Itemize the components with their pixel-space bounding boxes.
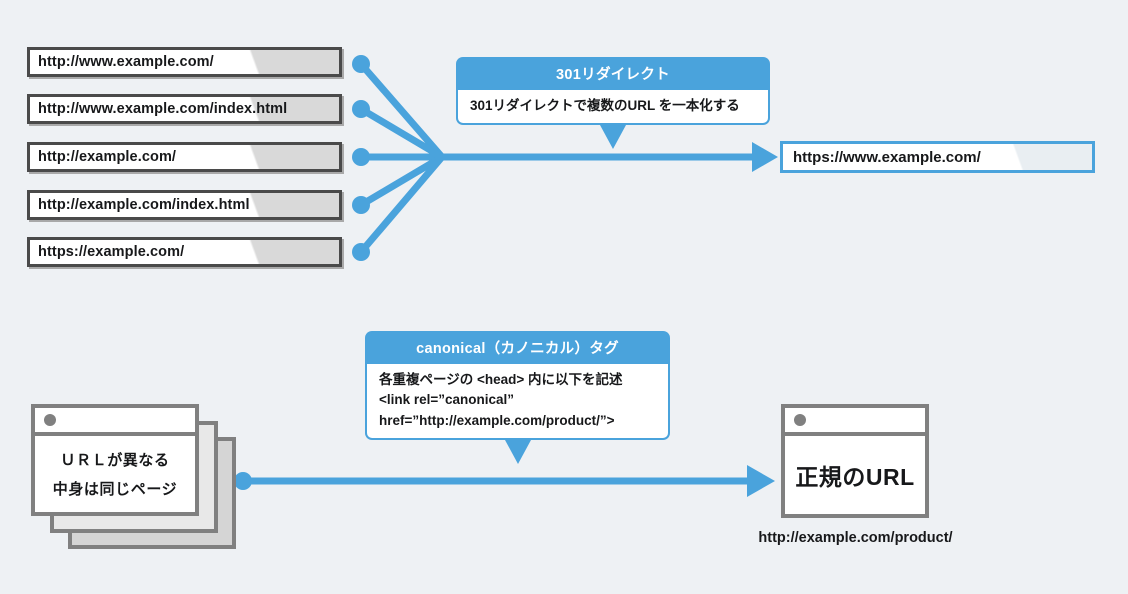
- source-url-box: http://example.com/index.html: [27, 190, 342, 220]
- canonical-callout-line: <link rel=”canonical”: [379, 392, 515, 408]
- canonical-callout: canonical（カノニカル）タグ 各重複ページの <head> 内に以下を記…: [365, 331, 670, 464]
- source-url-box: https://example.com/: [27, 237, 342, 267]
- redirect-callout-line: 301リダイレクトで複数のURL を一本化する: [470, 98, 740, 113]
- node-dot-icon: [234, 472, 252, 490]
- duplicate-page-window-front: ＵＲＬが異なる 中身は同じページ: [31, 404, 199, 516]
- arrow-right-icon: [752, 142, 778, 172]
- canonical-callout-body: 各重複ページの <head> 内に以下を記述 <link rel=”canoni…: [365, 364, 670, 440]
- node-dot-icon: [352, 55, 370, 261]
- canonical-page-window: 正規のURL: [781, 404, 929, 518]
- arrow-right-icon: [747, 465, 775, 497]
- duplicate-page-content: ＵＲＬが異なる 中身は同じページ: [35, 436, 195, 512]
- destination-url-label: https://www.example.com/: [793, 148, 981, 166]
- window-title-bar: [35, 408, 195, 436]
- window-title-bar: [785, 408, 925, 436]
- source-url-label: http://example.com/index.html: [38, 197, 250, 213]
- redirect-callout-title: 301リダイレクト: [456, 57, 770, 90]
- canonical-page-caption: http://example.com/product/: [758, 530, 953, 546]
- duplicate-page-line-1: ＵＲＬが異なる: [60, 452, 170, 469]
- canonical-page-content: 正規のURL: [785, 436, 925, 514]
- destination-url-box: https://www.example.com/: [780, 141, 1095, 173]
- duplicate-page-line-2: 中身は同じページ: [52, 481, 178, 498]
- source-url-box: http://example.com/: [27, 142, 342, 172]
- redirect-callout: 301リダイレクト 301リダイレクトで複数のURL を一本化する: [456, 57, 770, 150]
- source-url-label: http://www.example.com/: [38, 54, 214, 70]
- canonical-callout-line: href=”http://example.com/product/”>: [379, 412, 615, 428]
- window-dot-icon: [794, 414, 806, 426]
- canonical-page-title: 正規のURL: [795, 464, 915, 490]
- source-url-label: http://example.com/: [38, 149, 177, 165]
- callout-tail-icon: [600, 125, 626, 150]
- source-url-box: http://www.example.com/: [27, 47, 342, 77]
- redirect-callout-body: 301リダイレクトで複数のURL を一本化する: [456, 90, 770, 126]
- fan-in-lines: [357, 60, 446, 256]
- box-gloss: [906, 144, 1092, 170]
- source-url-box: http://www.example.com/index.html: [27, 94, 342, 124]
- canonical-callout-title: canonical（カノニカル）タグ: [365, 331, 670, 364]
- callout-tail-icon: [504, 439, 531, 464]
- source-url-label: http://www.example.com/index.html: [38, 101, 288, 117]
- source-url-label: https://example.com/: [38, 244, 185, 260]
- window-dot-icon: [44, 414, 56, 426]
- canonical-callout-line: 各重複ページの <head> 内に以下を記述: [379, 372, 623, 387]
